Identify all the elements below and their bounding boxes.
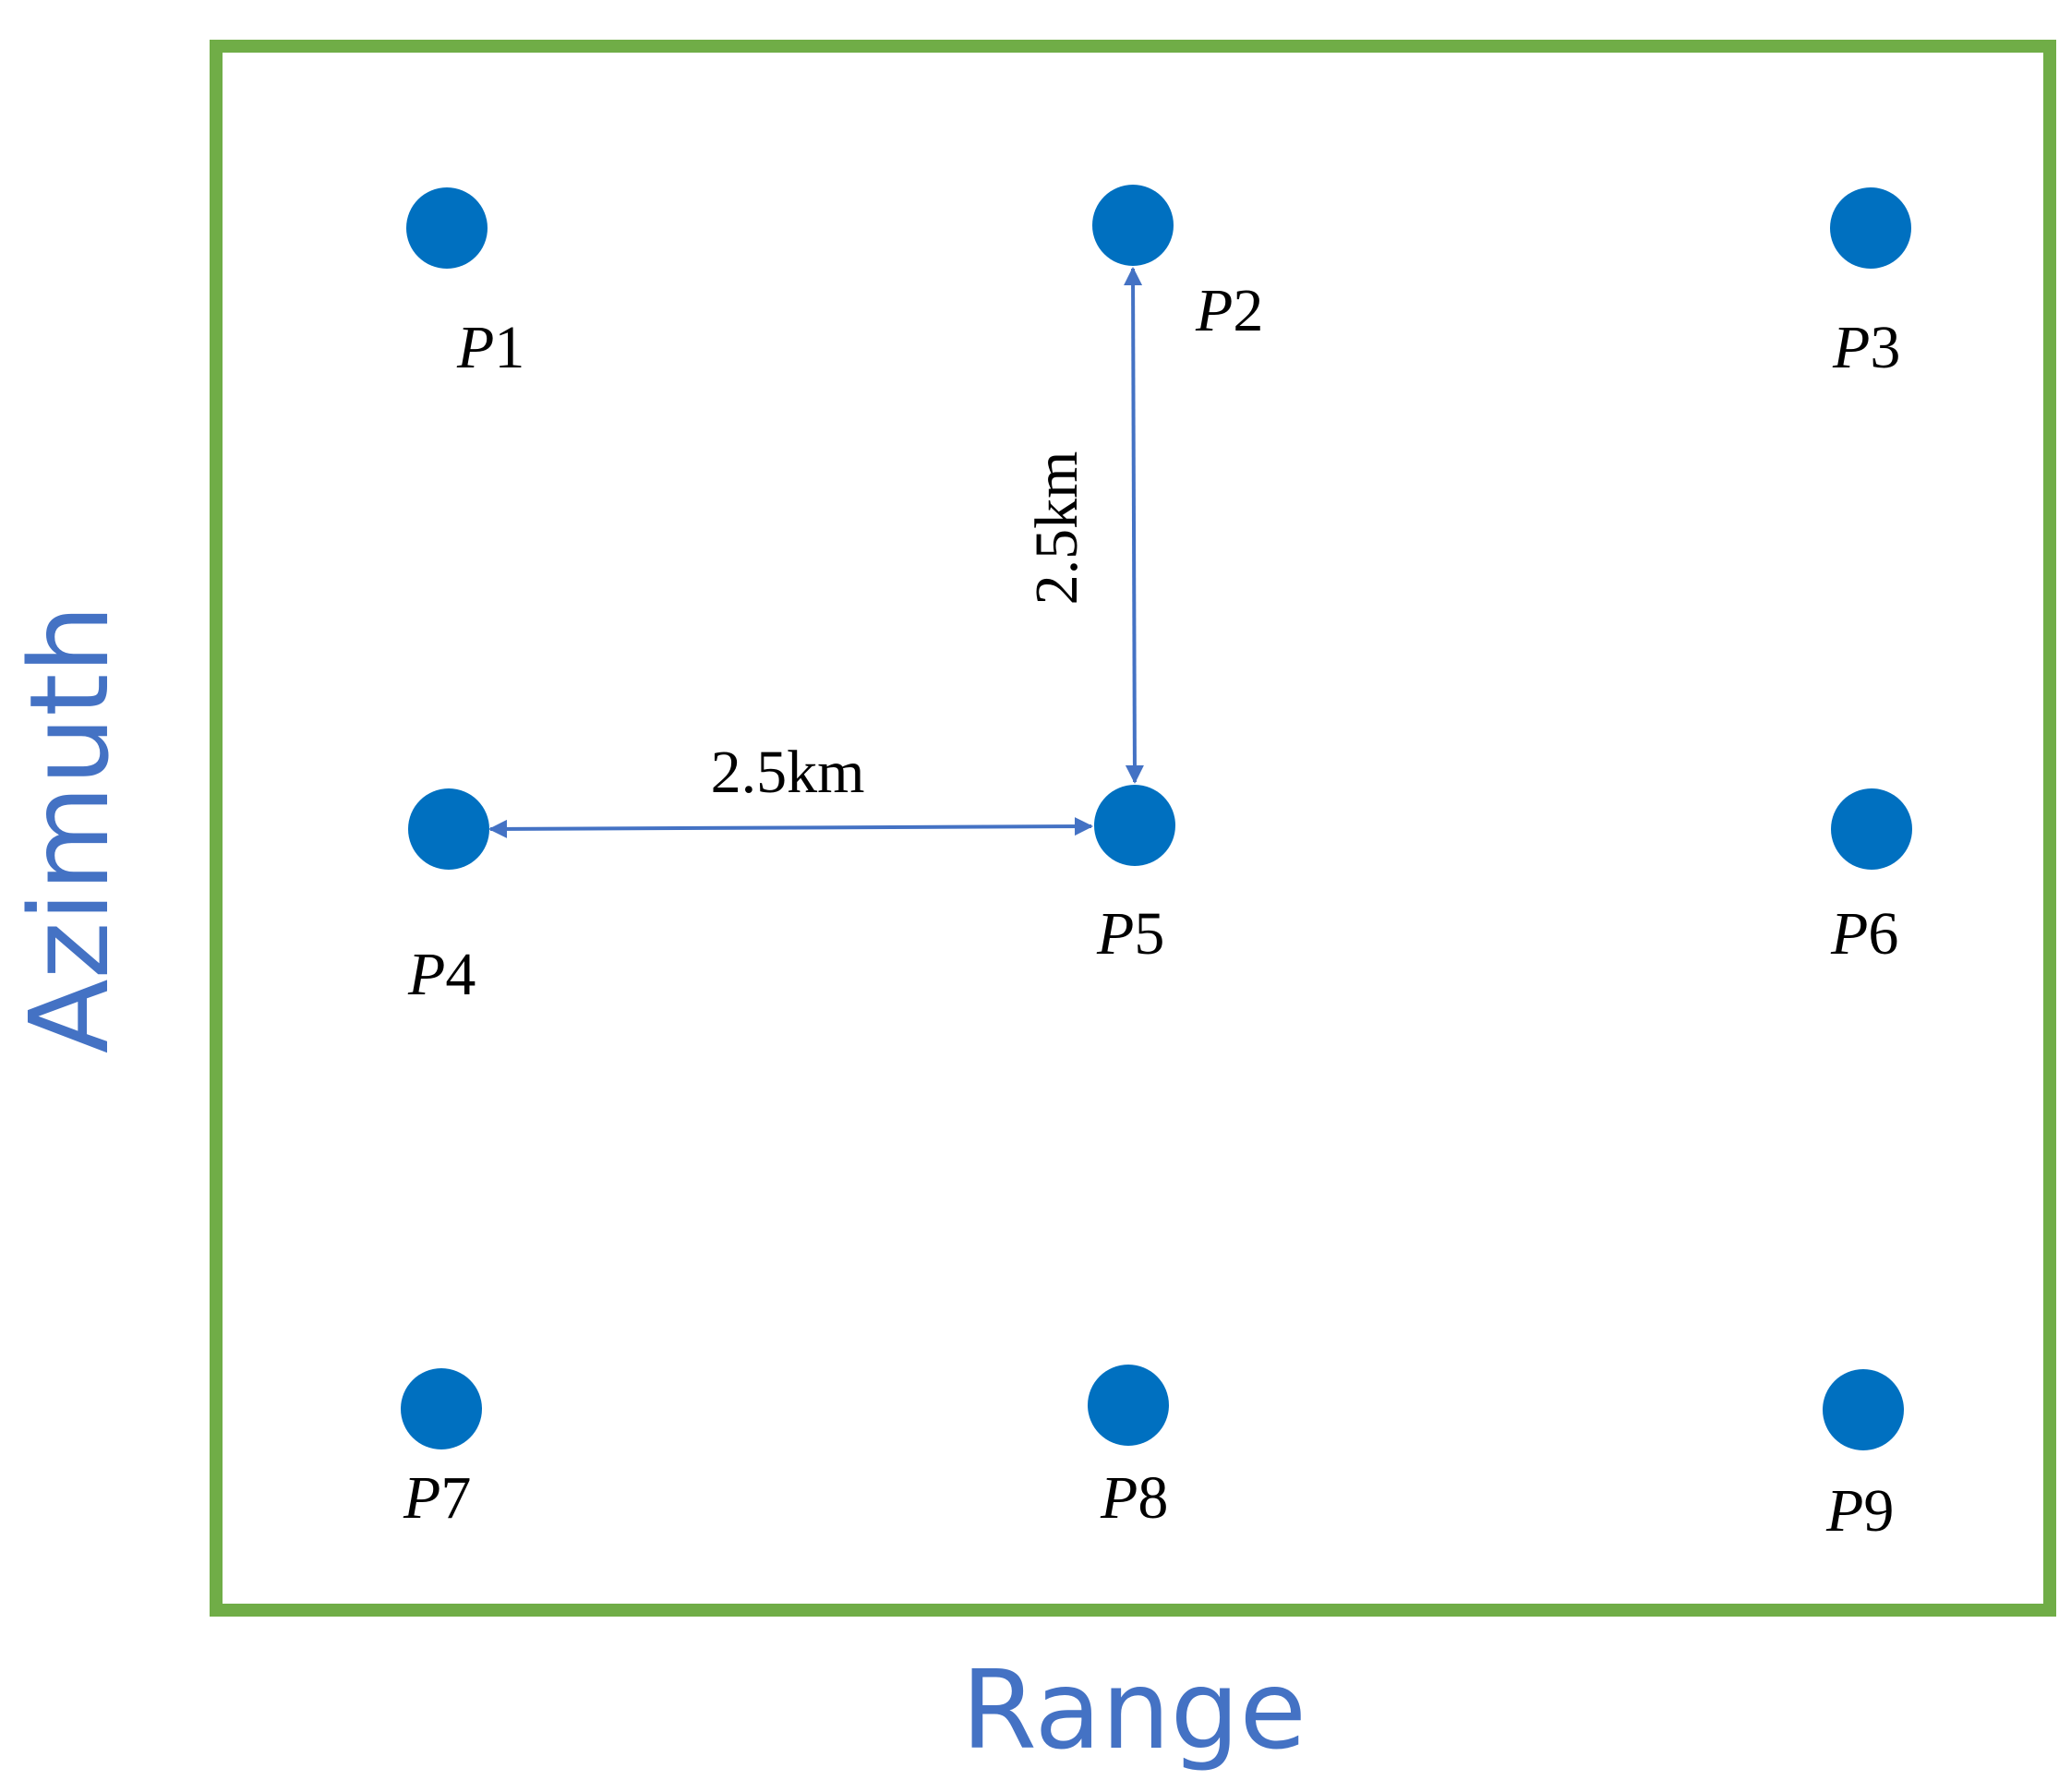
- point-p1: [406, 187, 488, 269]
- point-label-p7: P7: [403, 1464, 471, 1532]
- point-label-p8: P8: [1100, 1464, 1168, 1532]
- point-p2: [1092, 185, 1174, 266]
- point-p6: [1831, 788, 1912, 870]
- horizontal-spacing-label: 2.5km: [711, 739, 865, 806]
- spacing-arrows: [488, 267, 1144, 838]
- horizontal-distance-arrow: [488, 817, 1093, 838]
- point-p5: [1094, 785, 1175, 866]
- point-p3: [1830, 187, 1911, 269]
- point-label-p9: P9: [1825, 1477, 1894, 1545]
- point-p9: [1823, 1369, 1904, 1450]
- point-label-p4: P4: [407, 941, 476, 1008]
- point-label-p1: P1: [456, 314, 524, 381]
- vertical-distance-arrow: [1124, 267, 1144, 784]
- vertical-spacing-label: 2.5km: [1023, 451, 1090, 606]
- point-label-p5: P5: [1096, 900, 1164, 968]
- point-p7: [401, 1368, 482, 1449]
- point-label-p6: P6: [1830, 900, 1898, 968]
- point-label-p2: P2: [1195, 277, 1263, 344]
- scene-frame: [210, 40, 2056, 1617]
- point-targets: [401, 185, 1912, 1450]
- point-label-p3: P3: [1832, 314, 1900, 381]
- point-p8: [1088, 1365, 1169, 1446]
- azimuth-axis-label: Azimuth: [6, 605, 133, 1053]
- point-labels: P1 P2 P3 P4 P5 P6 P7 P8 P9: [403, 277, 1900, 1545]
- point-p4: [408, 788, 489, 870]
- range-axis-label: Range: [961, 1646, 1306, 1774]
